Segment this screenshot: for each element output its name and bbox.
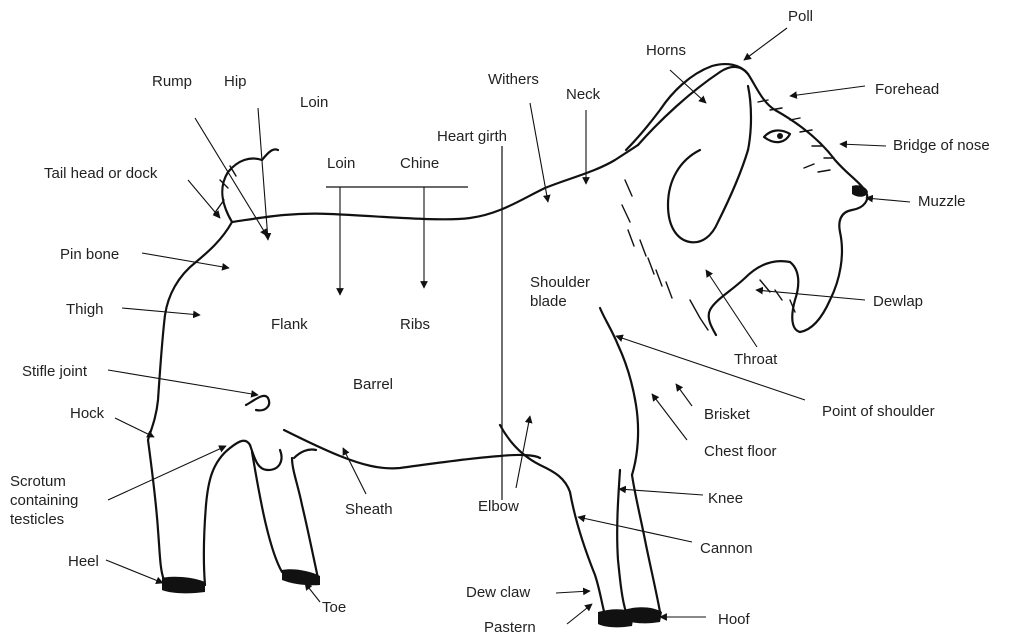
- label-flank: Flank: [271, 316, 308, 333]
- label-brisket: Brisket: [704, 406, 751, 423]
- label-rump: Rump: [152, 73, 192, 90]
- label-hock: Hock: [70, 405, 105, 422]
- label-cannon: Cannon: [700, 540, 753, 557]
- label-knee: Knee: [708, 490, 743, 507]
- label-shoulder-blade-line1: Shoulder: [530, 274, 590, 291]
- label-hoof: Hoof: [718, 611, 751, 628]
- label-bridge-of-nose: Bridge of nose: [893, 137, 990, 154]
- label-dewlap: Dewlap: [873, 293, 923, 310]
- label-scrotum-line1: Scrotum: [10, 473, 66, 490]
- label-dew-claw: Dew claw: [466, 584, 530, 601]
- labels: Poll Horns Forehead Bridge of nose Muzzl…: [10, 8, 990, 635]
- label-chest-floor: Chest floor: [704, 443, 777, 460]
- label-muzzle: Muzzle: [918, 193, 966, 210]
- label-pastern: Pastern: [484, 619, 536, 635]
- label-chine: Chine: [400, 155, 439, 172]
- label-tail-head: Tail head or dock: [44, 165, 158, 182]
- label-loin: Loin: [327, 155, 355, 172]
- label-pin-bone: Pin bone: [60, 246, 119, 263]
- label-point-of-shoulder: Point of shoulder: [822, 403, 935, 420]
- label-barrel: Barrel: [353, 376, 393, 393]
- label-forehead: Forehead: [875, 81, 939, 98]
- label-toe: Toe: [322, 599, 346, 616]
- label-thigh: Thigh: [66, 301, 104, 318]
- label-throat: Throat: [734, 351, 778, 368]
- label-loin-top: Loin: [300, 94, 328, 111]
- label-scrotum-line3: testicles: [10, 511, 64, 528]
- label-stifle-joint: Stifle joint: [22, 363, 88, 380]
- goat-outline: [148, 64, 868, 627]
- label-poll: Poll: [788, 8, 813, 25]
- label-sheath: Sheath: [345, 501, 393, 518]
- label-heel: Heel: [68, 553, 99, 570]
- label-hip: Hip: [224, 73, 247, 90]
- label-shoulder-blade-line2: blade: [530, 293, 567, 310]
- label-neck: Neck: [566, 86, 601, 103]
- label-heart-girth: Heart girth: [437, 128, 507, 145]
- label-withers: Withers: [488, 71, 539, 88]
- label-elbow: Elbow: [478, 498, 519, 515]
- label-horns: Horns: [646, 42, 686, 59]
- label-ribs: Ribs: [400, 316, 430, 333]
- label-scrotum-line2: containing: [10, 492, 78, 509]
